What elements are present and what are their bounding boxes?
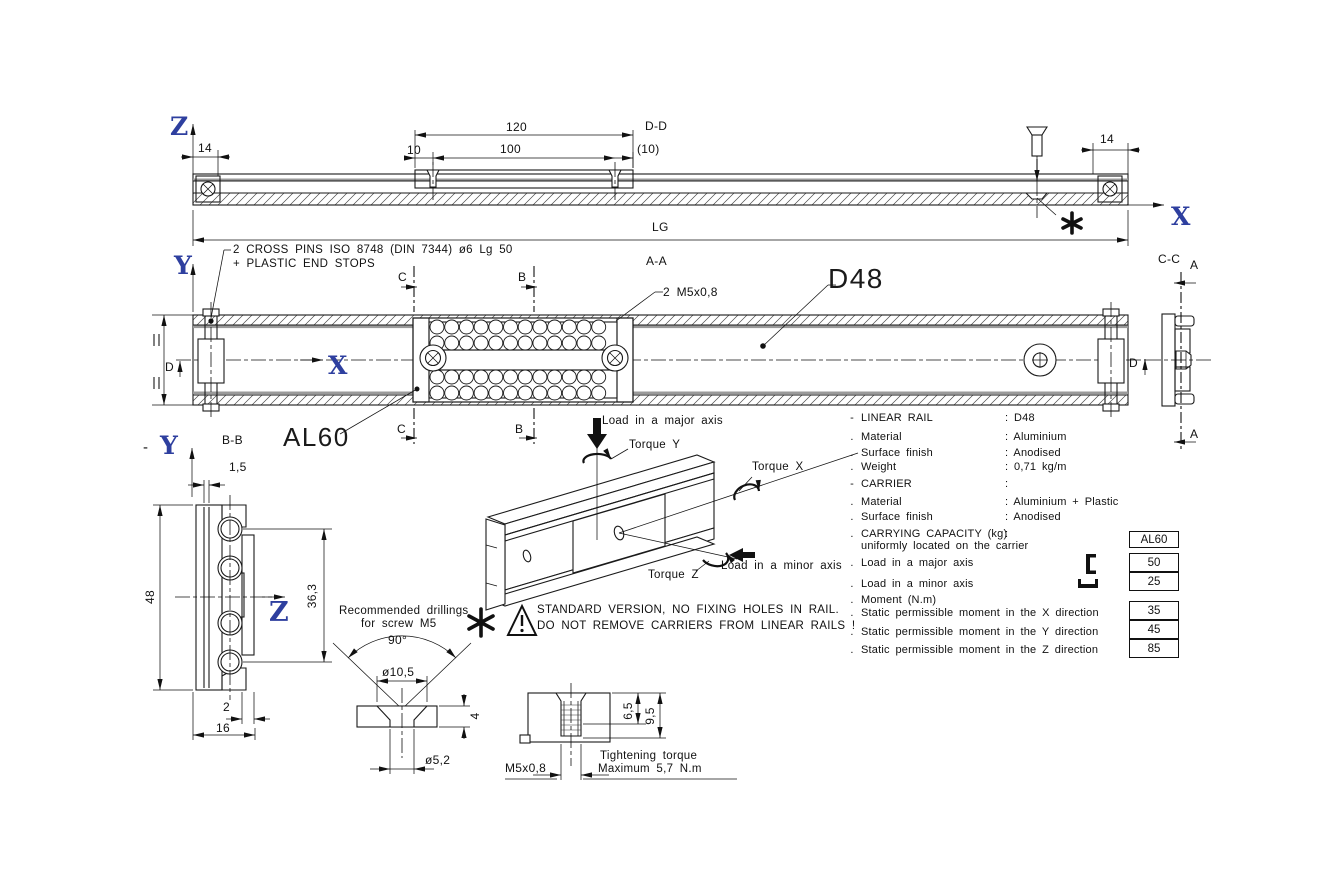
dim-14-right: 14 (1100, 132, 1114, 146)
moment-value-y: 45 (1129, 620, 1179, 639)
dim-10-ref: (10) (637, 142, 660, 156)
drilling-detail-linework (332, 635, 472, 774)
dim-9-5: 9,5 (643, 707, 657, 725)
torque-z-label: Torque Z (648, 569, 699, 581)
plan-view-linework (152, 249, 1212, 450)
axis-y-label: Y (174, 251, 192, 280)
dim-36-3: 36,3 (305, 583, 319, 609)
mark-a-bottom: A (1190, 427, 1199, 441)
mark-a-top: A (1190, 258, 1199, 272)
dim-100: 100 (500, 142, 521, 156)
top-view-linework (181, 124, 1164, 246)
capacity-value-minor: 25 (1129, 572, 1179, 591)
dim-90deg: 90° (388, 633, 408, 647)
axis-z-label: Z (170, 112, 189, 141)
mark-c-bottom: C (397, 422, 406, 436)
axis-z-label-bb: Z (269, 597, 289, 628)
dim-4: 4 (468, 712, 482, 720)
tightening-torque-line1: Tightening torque (600, 750, 698, 762)
drilling-title-line1: Recommended drillings (339, 605, 469, 617)
dim-2: 2 (223, 700, 230, 714)
torque-y-arrow-icon (582, 448, 612, 464)
warning-line1: STANDARD VERSION, NO FIXING HOLES IN RAI… (537, 604, 839, 616)
load-major-label: Load in a major axis (602, 415, 723, 427)
axis-x-label-plan: X (328, 351, 348, 380)
asterisk-icon (1061, 211, 1083, 235)
capacity-table-header: AL60 (1129, 531, 1179, 548)
label-d48: D48 (828, 263, 884, 294)
mark-d-right: D (1129, 356, 1138, 370)
moment-value-z: 85 (1129, 639, 1179, 658)
warning-symbols (467, 603, 538, 638)
equal-marks (153, 334, 160, 389)
cross-pins-note-line1: 2 CROSS PINS ISO 8748 (DIN 7344) ø6 Lg 5… (233, 244, 513, 256)
drilling-title-line2: for screw M5 (361, 618, 437, 630)
spec-icons (1078, 554, 1098, 588)
minor-load-icon (1078, 579, 1098, 588)
ball-row (429, 369, 607, 385)
mark-d-left: D (165, 360, 174, 374)
screw-icon (1026, 126, 1048, 136)
moment-value-x: 35 (1129, 601, 1179, 620)
dim-14-left: 14 (198, 141, 212, 155)
mark-c-top: C (398, 270, 407, 284)
capacity-value-major: 50 (1129, 553, 1179, 572)
torque-diagram-linework (485, 418, 859, 611)
torque-y-label: Torque Y (629, 439, 681, 451)
dim-16: 16 (216, 721, 230, 735)
load-major-arrow-icon (587, 418, 607, 449)
label-al60: AL60 (283, 422, 350, 452)
warning-line2: DO NOT REMOVE CARRIERS FROM LINEAR RAILS… (537, 620, 856, 632)
torque-x-label: Torque X (752, 461, 804, 473)
mark-b-top: B (518, 270, 527, 284)
cross-pins-note-line2: + PLASTIC END STOPS (233, 258, 375, 270)
screw-detail-linework (505, 683, 737, 780)
carrier-plate (572, 493, 666, 574)
section-dd-label: D-D (645, 119, 668, 133)
callout-m5: 2 M5x0,8 (663, 285, 718, 299)
dim-d10-5: ø10,5 (382, 665, 415, 679)
ball-row (429, 319, 607, 335)
label-m5-thread: M5x0,8 (505, 761, 547, 775)
tightening-torque-line2: Maximum 5,7 N.m (598, 763, 702, 775)
load-minor-arrow-icon (729, 548, 755, 562)
ball-row (429, 335, 607, 351)
dim-6-5: 6,5 (621, 702, 635, 720)
dim-120: 120 (506, 120, 527, 134)
asterisk-icon (467, 607, 495, 638)
dim-d5-2: ø5,2 (425, 753, 451, 767)
dim-48: 48 (143, 590, 157, 604)
torque-x-arrow-icon (733, 479, 761, 501)
major-load-icon (1086, 554, 1096, 574)
warning-triangle-icon (506, 603, 538, 636)
dim-1-5: 1,5 (229, 460, 247, 474)
axis-y-label-bb: Y (160, 431, 178, 460)
axis-x-label: X (1171, 202, 1191, 231)
bb-section-linework (153, 448, 332, 740)
ball-row (429, 385, 607, 401)
dim-10: 10 (407, 143, 421, 157)
load-minor-label: Load in a minor axis (721, 560, 842, 572)
axis-minus-sign: - (143, 439, 149, 456)
section-aa-label: A-A (646, 254, 667, 268)
mark-b-bottom: B (515, 422, 524, 436)
dim-lg: LG (652, 220, 669, 234)
section-bb-label: B-B (222, 433, 243, 447)
section-cc-label: C-C (1158, 252, 1181, 266)
